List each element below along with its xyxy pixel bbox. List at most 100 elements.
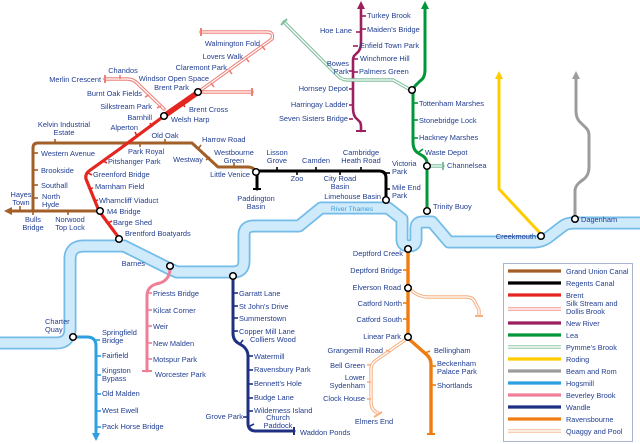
legend-box (503, 263, 633, 442)
tick-windsor-open-space (210, 82, 215, 88)
line-wandle (231, 278, 296, 435)
legend-label-lea: Lea (566, 331, 579, 340)
interchange-wandle-mouth (228, 271, 238, 281)
label-watermill: Watermill (254, 352, 285, 361)
label-park-royal: Park Royal (128, 147, 165, 156)
legend-label-grand_union: Grand Union Canal (566, 267, 629, 276)
interchange-limehouse-basin (381, 195, 391, 205)
interchange-linear-park (403, 332, 413, 342)
label-pack-horse-bridge: Pack Horse Bridge (102, 422, 164, 431)
label-silkstream-park: Silkstream Park (100, 102, 152, 111)
legend-label-new_river: New River (566, 319, 600, 328)
label-turkey-brook: Turkey Brook (367, 11, 411, 20)
line-seg-inner-quaggy (411, 290, 480, 316)
label-waddon-ponds: Waddon Ponds (300, 428, 351, 437)
label-hornsey-depot: Hornsey Depot (299, 84, 348, 93)
line-seg-inner-silk_dollis (104, 78, 165, 110)
tick-wharncliff-viaduct (93, 199, 99, 202)
label-st-johns-drive: St John's Drive (239, 302, 288, 311)
label-wilderness-island: Wilderness Island (254, 406, 312, 415)
label-chandos: Chandos (108, 66, 138, 75)
line-seg-inner-silk_dollis (200, 31, 274, 91)
label-tottenham-marshes: Tottenham Marshes (419, 99, 484, 108)
label-bell-green: Bell Green (330, 361, 365, 370)
legend-label-ravensbourne: Ravensbourne (566, 415, 613, 424)
interchange-m4-bridge (95, 206, 105, 216)
label-bellingham: Bellingham (434, 346, 471, 355)
label-channelsea: Channelsea (447, 161, 487, 170)
label-old-oak: Old Oak (151, 131, 178, 140)
legend-item-hogsmill: Hogsmill (508, 379, 594, 388)
label-brentford-boatyards: Brentford Boatyards (125, 229, 191, 238)
tick-barnhill (149, 122, 153, 128)
tick-grangemill-road (385, 349, 391, 353)
line-pymmes (280, 18, 445, 170)
label-worcester-park: Worcester Park (155, 370, 206, 379)
tick-walmington-fold (261, 45, 266, 51)
line-arrow (357, 1, 365, 9)
line-arrow (495, 71, 503, 79)
tick-brent-cross (181, 102, 186, 108)
legend-item-quaggy: Quaggy and Pool (508, 427, 623, 436)
label-brent-cross: Brent Cross (189, 105, 228, 114)
line-new_river (349, 1, 366, 133)
tick-burnt-oak-fields (144, 94, 150, 98)
label-ravensbury-park: Ravensbury Park (254, 365, 311, 374)
line-seg-brent (161, 90, 200, 119)
label-new-malden: New Malden (153, 339, 194, 348)
legend-item-new_river: New River (508, 319, 600, 328)
label-brent-park-label: Brent Park (154, 83, 189, 92)
label-trinity-buoy: Trinity Buoy (433, 202, 472, 211)
label-barnhill: Barnhill (127, 113, 152, 122)
interchange-deptford-creek (403, 244, 413, 254)
label-elverson-road: Elverson Road (353, 283, 401, 292)
label-garratt-lane: Garratt Lane (239, 289, 281, 298)
label-brookside: Brookside (41, 166, 74, 175)
interchange-brent-park (193, 87, 203, 97)
label-walmington-fold: Walmington Fold (205, 39, 260, 48)
label-linear-park: Linear Park (363, 332, 401, 341)
label-burnt-oak-fields: Burnt Oak Fields (87, 89, 142, 98)
label-windsor-open-space: Windsor Open Space (139, 74, 209, 83)
tick-colliers-wood (239, 339, 244, 345)
tick-waste-depot (418, 148, 424, 153)
legend-label-wandle: Wandle (566, 403, 590, 412)
tick-pitshanger-park (102, 160, 108, 164)
river-thames (0, 201, 640, 350)
tick-harrow-road (197, 144, 202, 150)
legend-label-brent: Brent (566, 291, 583, 300)
label-old-malden: Old Malden (102, 389, 140, 398)
tick-lovers-walk (245, 57, 250, 63)
label-harrow-road: Harrow Road (202, 135, 246, 144)
tick-marnham-field (88, 187, 94, 190)
tick-alperton (134, 131, 138, 137)
label-m4-bridge-label: M4 Bridge (107, 207, 141, 216)
tick-silkstream-park (156, 105, 162, 109)
legend-item-beverley: Beverley Brook (508, 391, 616, 400)
label-camden: Camden (302, 156, 330, 165)
line-seg-hogsmill (75, 335, 98, 435)
label-welsh-harp: Welsh Harp (171, 115, 209, 124)
label-dagenham: Dagenham (581, 215, 617, 224)
line-arrow (572, 71, 580, 79)
line-seg-grand_union (31, 141, 257, 213)
legend-label-pymmes: Pymme's Brook (566, 343, 617, 352)
legend-label-roding: Roding (566, 355, 589, 364)
